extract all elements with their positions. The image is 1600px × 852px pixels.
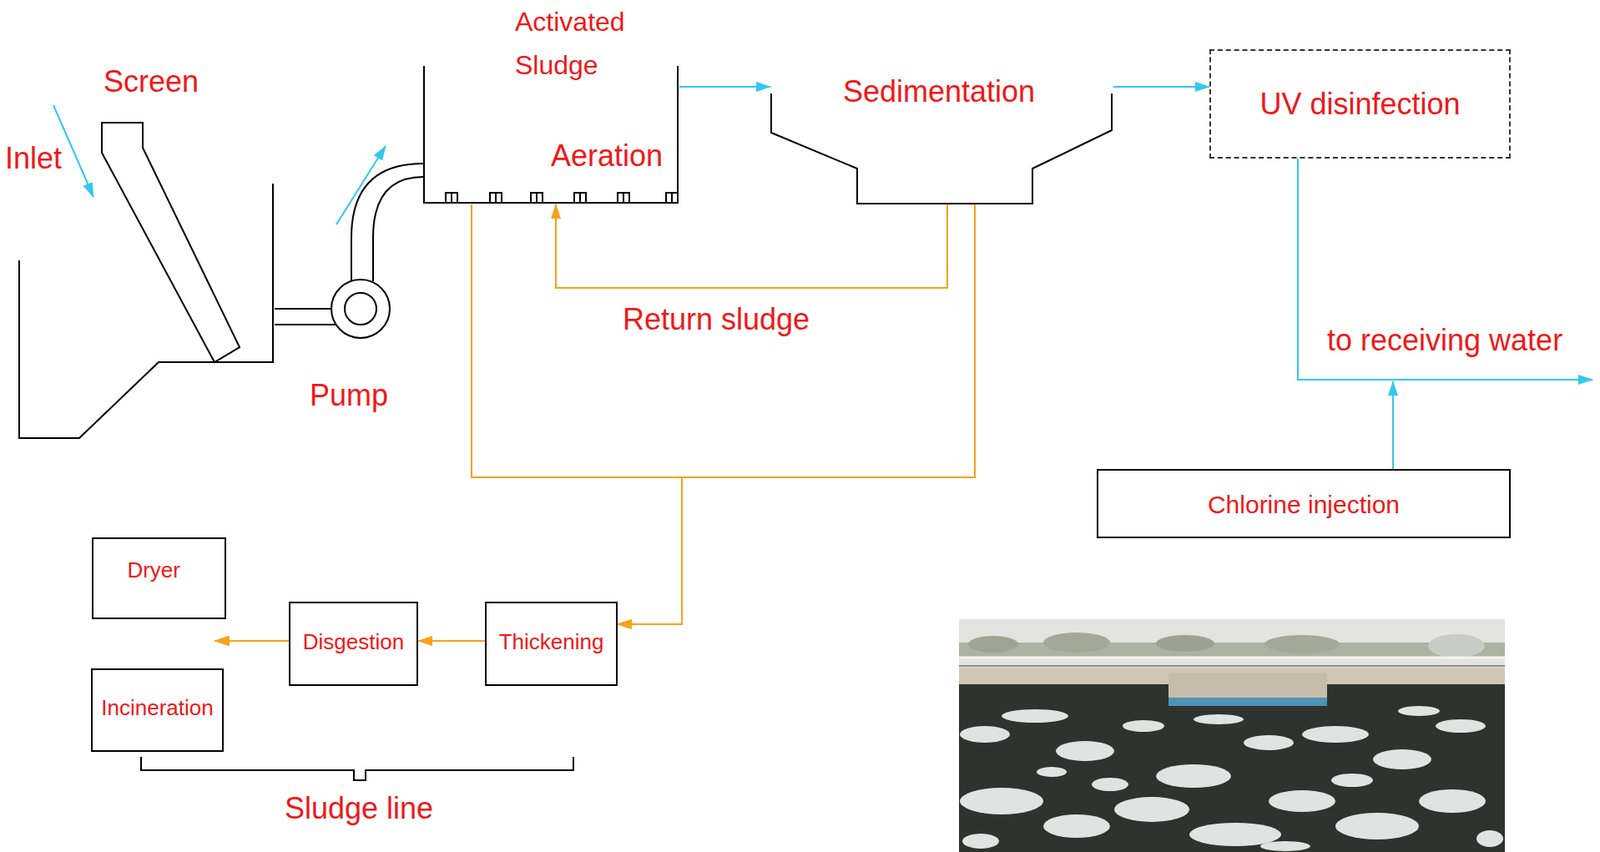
pump-symbol: Pump <box>329 277 392 340</box>
chlorine-box: Chlorine injection <box>1096 469 1511 539</box>
waste-sludge-line <box>471 204 682 625</box>
aeration-tank-photo-part <box>958 642 1505 658</box>
aeration-tank-photo-part <box>1264 635 1340 654</box>
aeration-tank-photo-part <box>1168 672 1328 698</box>
aeration-tank-photo-part <box>1193 714 1244 725</box>
aeration-tank-photo-part <box>1001 709 1069 723</box>
aeration-tank-photo-part <box>958 665 1505 667</box>
aeration-tank-photo-part <box>1043 632 1111 653</box>
aeration-tank-photo-part <box>1331 773 1373 788</box>
screen-unit: Screen <box>18 63 275 441</box>
aeration-tank-photo-part <box>1335 812 1419 840</box>
air-diffuser <box>530 192 543 203</box>
sludge-arrow <box>214 640 289 642</box>
aeration-tank-walls <box>423 65 678 203</box>
aeration-tank-photo-part <box>1260 841 1311 852</box>
node-label: Thickening <box>499 629 605 656</box>
aeration-tank-photo <box>958 619 1505 852</box>
annotation-label: to receiving water <box>1327 322 1563 359</box>
aeration-tank-photo-part <box>1155 764 1232 788</box>
pump-flow-arrow <box>336 146 386 225</box>
digestion-box: Disgestion <box>288 601 419 687</box>
aeration-tank-photo-part <box>959 787 1044 815</box>
sludge-arrow <box>215 640 289 642</box>
node-label: Chlorine injection <box>1207 489 1400 520</box>
pipe-connector <box>274 308 339 325</box>
edge-label: Return sludge <box>619 301 813 338</box>
aeration-tank-photo-part <box>1243 735 1294 751</box>
aeration-tank-photo-part <box>1055 741 1115 762</box>
flow-arrow <box>679 85 771 88</box>
aeration-tank-photo-part <box>968 635 1019 653</box>
node-label: Pump <box>309 377 389 414</box>
aeration-tank-photo-part <box>1302 726 1369 743</box>
aeration-tank-photo-part <box>1418 789 1486 813</box>
node-label: Dryer <box>126 557 181 584</box>
sludge-line-bracket <box>141 757 574 781</box>
return-sludge-line <box>555 204 948 288</box>
air-diffuser <box>489 192 502 203</box>
node-label: UV disinfection <box>1259 85 1460 122</box>
waste-sludge-line <box>617 204 975 625</box>
air-diffuser <box>445 192 458 203</box>
aeration-tank-photo-part <box>959 726 1010 743</box>
flow-arrow <box>1113 85 1210 88</box>
aeration-tank-photo-part <box>1091 777 1129 792</box>
uv-disinfection-box: UV disinfection <box>1209 49 1511 159</box>
pump-symbol-outline <box>329 277 392 340</box>
node-label: Aeration <box>550 137 663 174</box>
aeration-tank-photo-part <box>1122 720 1165 732</box>
node-label: Activated Sludge <box>514 0 662 87</box>
clarifier-walls <box>771 93 1112 204</box>
aeration-tank-photo-part <box>1476 830 1504 848</box>
aeration-tank-photo-part <box>1155 635 1215 652</box>
pipe-connector <box>351 163 424 282</box>
aeration-tank-photo-part <box>1168 697 1328 707</box>
incineration-box: Incineration <box>90 668 224 753</box>
air-diffuser <box>617 192 630 203</box>
aeration-tank-photo-part <box>958 619 1505 852</box>
air-diffuser <box>666 192 678 203</box>
outlet-line <box>1297 158 1593 380</box>
node-label: Disgestion <box>302 629 404 656</box>
aeration-tank-photo-part <box>1428 634 1485 658</box>
dryer-box: Dryer <box>91 537 227 620</box>
pump-impeller <box>344 292 377 325</box>
aeration-tank-photo-part <box>958 684 1505 852</box>
aeration-tank-photo-part <box>1435 719 1486 733</box>
screen-unit-outline <box>18 63 275 441</box>
aeration-tank-photo-part <box>958 656 1505 660</box>
sedimentation-tank: Sedimentation <box>770 66 1114 205</box>
node-label: Incineration <box>100 695 213 722</box>
annotation-label: Sludge line <box>284 790 434 827</box>
node-label: Screen <box>103 63 199 100</box>
aeration-tank-photo-part <box>1036 767 1067 778</box>
thickening-box: Thickening <box>484 601 618 687</box>
node-label: Sedimentation <box>842 73 1035 110</box>
annotation-label: Inlet <box>5 140 62 177</box>
aeration-tank-photo-part <box>1114 797 1190 823</box>
aeration-tank-photo-part <box>962 833 1000 849</box>
bar-screen-rack <box>101 122 240 363</box>
air-diffuser <box>574 192 586 203</box>
pump-casing <box>331 279 390 339</box>
aeration-tank-photo-part <box>1189 822 1282 847</box>
aeration-tank-photo-part <box>1043 814 1111 838</box>
aeration-tank-photo-part <box>1372 749 1432 770</box>
aeration-tank: Activated SludgeAeration <box>423 0 680 205</box>
aeration-tank-photo-part <box>1268 790 1336 813</box>
chlorine-arrow <box>1392 381 1394 470</box>
sludge-arrow <box>418 640 485 642</box>
aeration-tank-photo-part <box>1398 706 1440 717</box>
